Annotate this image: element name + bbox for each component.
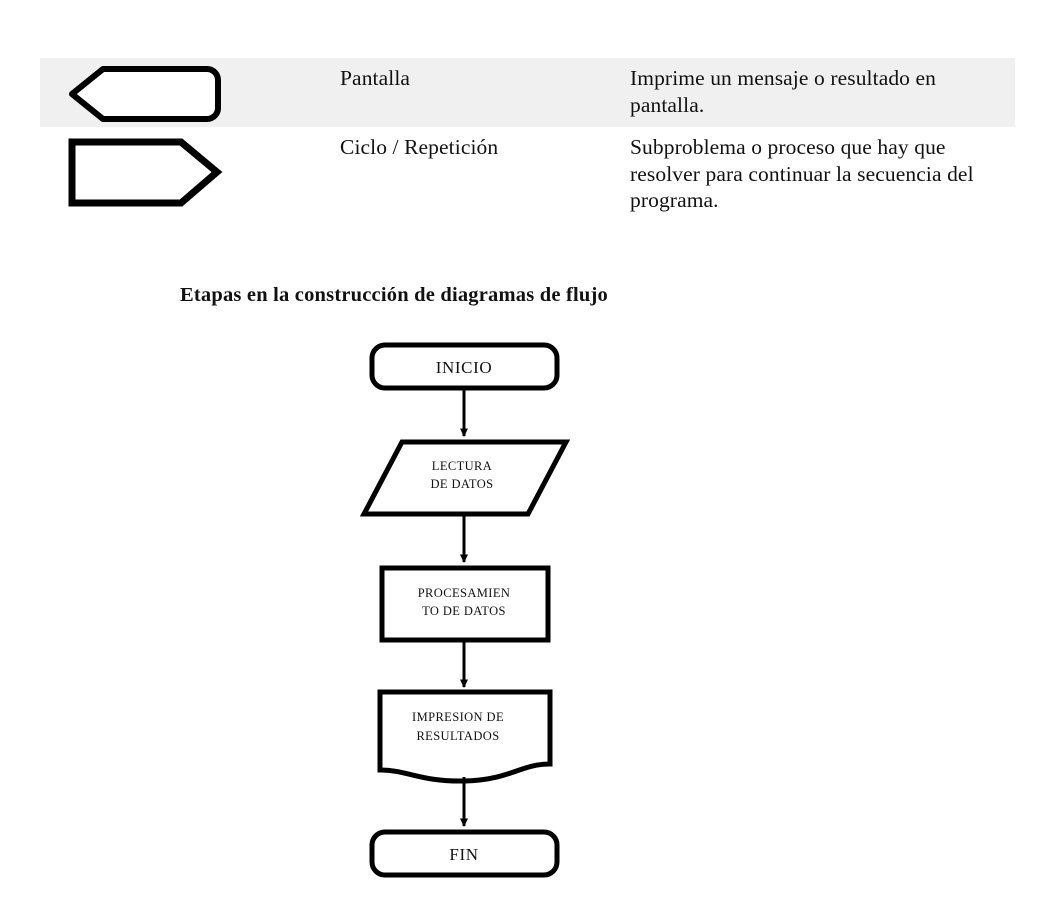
table-row: Ciclo / Repetición Subproblema o proceso…	[40, 127, 1015, 227]
symbol-name: Ciclo / Repetición	[340, 135, 499, 159]
flowchart-node-lectura: LECTURA DE DATOS	[359, 439, 571, 517]
page-title: Etapas en la construcción de diagramas d…	[180, 284, 608, 306]
node-label: PROCESAMIEN	[418, 586, 511, 600]
node-label: FIN	[449, 845, 478, 864]
symbol-reference-table: Pantalla Imprime un mensaje o resultado …	[40, 58, 1015, 227]
screen-symbol-icon	[65, 66, 225, 127]
node-label: INICIO	[436, 358, 492, 377]
node-label: LECTURA	[432, 459, 492, 473]
table-row: Pantalla Imprime un mensaje o resultado …	[40, 58, 1015, 127]
symbol-description: Imprime un mensaje o resultado en pantal…	[630, 66, 937, 117]
symbol-name: Pantalla	[340, 66, 411, 90]
symbol-description: Subproblema o proceso que hay que resolv…	[630, 135, 974, 212]
node-label: RESULTADOS	[416, 729, 499, 743]
flowchart-node-fin: FIN	[369, 829, 560, 878]
node-label: IMPRESION DE	[412, 710, 504, 724]
loop-symbol-icon	[65, 135, 235, 216]
flowchart-node-procesamiento: PROCESAMIEN TO DE DATOS	[379, 565, 551, 643]
node-label: TO DE DATOS	[422, 604, 506, 618]
flowchart-node-inicio: INICIO	[369, 342, 560, 391]
flowchart-node-impresion: IMPRESION DE RESULTADOS	[377, 689, 553, 784]
flowchart-diagram: INICIO LECTURA DE DATOS PROCESAMIEN TO D…	[340, 340, 590, 895]
node-label: DE DATOS	[430, 477, 493, 491]
